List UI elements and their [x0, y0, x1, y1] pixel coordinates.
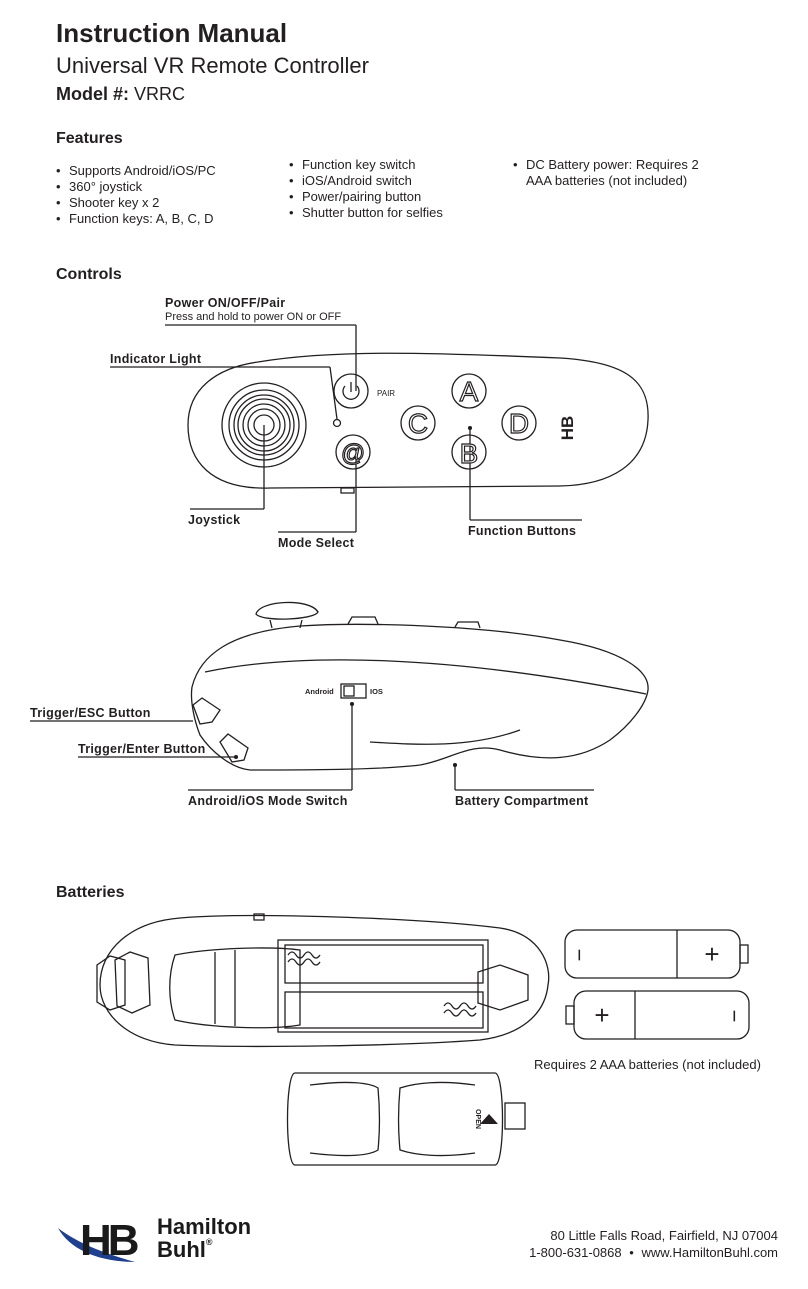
mode-symbol: @ [341, 440, 365, 467]
battery-compartment-label: Battery Compartment [455, 794, 589, 808]
features-list-2: Function key switch iOS/Android switch P… [289, 157, 443, 221]
controls-heading: Controls [56, 266, 122, 283]
switch-ios-text: IOS [370, 687, 383, 696]
model-number: Model #: VRRC [56, 84, 185, 105]
pair-text: PAIR [377, 389, 395, 398]
features-list-1: Supports Android/iOS/PC 360° joystick Sh… [56, 163, 216, 227]
switch-android-text: Android [305, 687, 334, 696]
list-item: Function keys: A, B, C, D [56, 211, 216, 227]
list-item: Supports Android/iOS/PC [56, 163, 216, 179]
hamilton-buhl-logo-icon: HB [58, 1216, 142, 1265]
model-value: VRRC [134, 84, 186, 104]
button-c-icon [400, 405, 436, 441]
button-a-letter: A [460, 376, 479, 407]
trigger-esc-icon [192, 697, 221, 725]
battery-2-plus: + [594, 1000, 609, 1030]
battery-cover-icon [286, 1072, 504, 1166]
mode-switch-icon [340, 683, 367, 699]
mode-select-button-icon [335, 434, 371, 470]
footer-contact: 1-800-631-0868 • www.HamiltonBuhl.com [529, 1245, 778, 1260]
battery-feature-line1: DC Battery power: Requires 2 [526, 157, 699, 172]
footer-phone: 1-800-631-0868 [529, 1245, 622, 1260]
company-name-buhl: Buhl [157, 1237, 206, 1262]
features-heading: Features [56, 130, 123, 147]
battery-1-minus: − [567, 949, 592, 962]
brand-mark-icon: HB [558, 416, 577, 441]
footer-address: 80 Little Falls Road, Fairfield, NJ 0700… [550, 1228, 778, 1243]
battery-1-plus: + [704, 939, 719, 969]
battery-bay-icon [277, 939, 489, 1033]
list-item: Function key switch [289, 157, 443, 173]
list-item: Power/pairing button [289, 189, 443, 205]
button-d-icon [501, 405, 537, 441]
page-title: Instruction Manual [56, 18, 288, 48]
indicator-light-label: Indicator Light [110, 352, 202, 366]
company-name-line1: Hamilton [157, 1214, 252, 1239]
list-item: 360° joystick [56, 179, 216, 195]
battery-compartment-icon [369, 729, 521, 745]
button-a-icon [451, 373, 487, 409]
controller-side-body [190, 623, 649, 771]
trigger-enter-icon [219, 733, 249, 763]
mode-switch-label: Android/iOS Mode Switch [188, 794, 348, 808]
battery-2-minus: − [722, 1010, 747, 1023]
mode-select-label: Mode Select [278, 536, 355, 550]
battery-feature-line2: AAA batteries (not included) [526, 173, 688, 188]
registered-mark: ® [205, 1237, 213, 1247]
battery-note: Requires 2 AAA batteries (not included) [534, 1057, 761, 1072]
controller-top-body [187, 352, 649, 489]
button-d-letter: D [509, 408, 529, 439]
button-b-letter: B [460, 438, 479, 469]
power-sublabel: Press and hold to power ON or OFF [165, 311, 342, 323]
indicator-light-icon [332, 418, 342, 428]
trigger-enter-label: Trigger/Enter Button [78, 742, 206, 756]
batteries-heading: Batteries [56, 884, 125, 901]
list-item: iOS/Android switch [289, 173, 443, 189]
trigger-esc-label: Trigger/ESC Button [30, 706, 151, 720]
power-button-icon [333, 373, 369, 409]
company-name-line2: Buhl® [157, 1237, 213, 1263]
controller-bottom-body [99, 914, 550, 1048]
model-label: Model #: [56, 84, 130, 104]
button-c-letter: C [408, 408, 428, 439]
footer-website-link[interactable]: www.HamiltonBuhl.com [641, 1245, 778, 1260]
footer-separator: • [629, 1245, 634, 1260]
list-item: Shooter key x 2 [56, 195, 216, 211]
list-item: Shutter button for selfies [289, 205, 443, 221]
logo-mark: HB [80, 1216, 138, 1265]
function-buttons-label: Function Buttons [468, 524, 577, 538]
page-subtitle: Universal VR Remote Controller [56, 53, 369, 78]
button-b-icon [451, 434, 487, 470]
power-label: Power ON/OFF/Pair [165, 296, 286, 310]
joystick-label: Joystick [188, 513, 241, 527]
usb-port-tab [340, 487, 355, 494]
open-text: OPEN [474, 1109, 481, 1129]
